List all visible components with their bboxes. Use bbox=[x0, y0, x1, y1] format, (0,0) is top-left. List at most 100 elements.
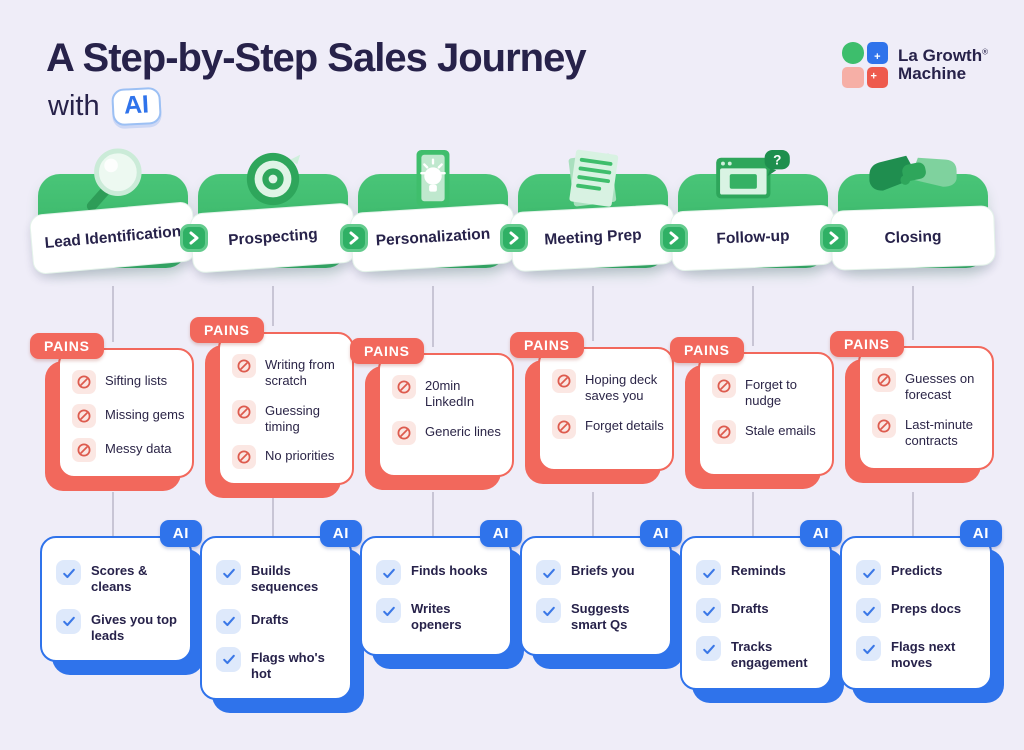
no-entry-icon bbox=[232, 354, 256, 378]
ai-item: Tracks engagement bbox=[696, 636, 824, 672]
ai-title-badge: AI bbox=[110, 86, 162, 127]
pain-item: Writing from scratch bbox=[232, 354, 346, 390]
column-prospecting: Prospecting PAINS Writing from scratch G… bbox=[189, 148, 368, 728]
la-growth-machine-logo: + + La Growth® Machine bbox=[842, 42, 988, 88]
connector-line bbox=[592, 286, 594, 341]
connector-line bbox=[912, 492, 914, 536]
check-icon bbox=[696, 560, 721, 585]
connector-line bbox=[592, 492, 594, 536]
chevron-right-icon bbox=[820, 224, 848, 252]
check-icon bbox=[216, 608, 241, 634]
ai-tab: AI bbox=[479, 520, 522, 547]
ai-tab: AI bbox=[319, 520, 362, 547]
pains-card: PAINS Hoping deck saves you Forget detai… bbox=[510, 332, 674, 471]
logo-pink-square bbox=[842, 66, 864, 88]
subtitle-with: with bbox=[48, 90, 100, 122]
pain-item: 20min LinkedIn bbox=[392, 375, 506, 411]
no-entry-icon bbox=[552, 369, 576, 393]
no-entry-icon bbox=[232, 445, 256, 469]
no-entry-icon bbox=[552, 414, 576, 439]
ai-item: Drafts bbox=[696, 598, 824, 623]
logo-wordmark: La Growth® Machine bbox=[898, 45, 988, 83]
pain-item: Messy data bbox=[72, 438, 186, 462]
connector-line bbox=[112, 492, 114, 536]
step-label: Prospecting bbox=[189, 202, 357, 274]
check-icon bbox=[856, 598, 881, 623]
chevron-right-icon bbox=[340, 224, 368, 252]
magnifier-icon bbox=[74, 148, 152, 215]
column-follow-up: ? Follow-up PAINS Forget to nudge Stale … bbox=[669, 148, 848, 728]
pains-card: PAINS Sifting lists Missing gems Messy d… bbox=[30, 333, 194, 478]
pains-card: PAINS 20min LinkedIn Generic lines bbox=[350, 338, 514, 477]
pain-item: Stale emails bbox=[712, 419, 826, 444]
pain-item: Last-minute contracts bbox=[872, 413, 986, 450]
connector-line bbox=[752, 492, 754, 536]
logo-red-square: + bbox=[866, 66, 889, 88]
check-icon bbox=[216, 646, 241, 672]
check-icon bbox=[216, 560, 241, 585]
ai-card: AI Reminds Drafts Tracks engagement bbox=[680, 520, 842, 690]
ai-item: Predicts bbox=[856, 560, 984, 585]
check-icon bbox=[56, 608, 81, 634]
pains-tab: PAINS bbox=[670, 337, 744, 363]
ai-item: Builds sequences bbox=[216, 560, 344, 596]
no-entry-icon bbox=[392, 420, 416, 445]
target-icon bbox=[234, 148, 312, 215]
check-icon bbox=[696, 636, 721, 661]
no-entry-icon bbox=[712, 419, 736, 444]
ai-item: Briefs you bbox=[536, 560, 664, 585]
ai-tab: AI bbox=[159, 520, 202, 547]
no-entry-icon bbox=[72, 404, 96, 428]
column-lead-identification: Lead Identification PAINS Sifting lists … bbox=[28, 148, 208, 728]
page-title: A Step-by-Step Sales Journey bbox=[46, 36, 587, 80]
chevron-right-icon bbox=[180, 224, 208, 252]
ai-item: Flags next moves bbox=[856, 636, 984, 672]
check-icon bbox=[696, 598, 721, 623]
ai-card: AI Builds sequences Drafts Flags who's h… bbox=[200, 520, 362, 700]
logo-blue-square: + bbox=[866, 42, 889, 64]
step-label: Follow-up bbox=[669, 204, 837, 272]
ai-tab: AI bbox=[959, 520, 1002, 547]
pain-item: Generic lines bbox=[392, 420, 506, 445]
pains-tab: PAINS bbox=[510, 332, 584, 358]
ai-item: Writes openers bbox=[376, 598, 504, 634]
chevron-right-icon bbox=[500, 224, 528, 252]
chevron-right-icon bbox=[660, 224, 688, 252]
pains-card: PAINS Guesses on forecast Last-minute co… bbox=[830, 331, 994, 470]
ai-item: Flags who's hot bbox=[216, 646, 344, 683]
ai-item: Suggests smart Qs bbox=[536, 598, 664, 634]
ai-tab: AI bbox=[639, 520, 682, 547]
document-icon bbox=[554, 148, 632, 215]
no-entry-icon bbox=[232, 399, 256, 424]
ai-item: Preps docs bbox=[856, 598, 984, 623]
pains-card: PAINS Forget to nudge Stale emails bbox=[670, 337, 834, 476]
no-entry-icon bbox=[392, 375, 416, 399]
connector-line bbox=[432, 286, 434, 347]
handshake-icon bbox=[867, 148, 959, 215]
connector-line bbox=[912, 286, 914, 340]
pains-card: PAINS Writing from scratch Guessing timi… bbox=[190, 317, 354, 485]
ai-card: AI Briefs you Suggests smart Qs bbox=[520, 520, 682, 656]
check-icon bbox=[376, 598, 401, 623]
svg-text:?: ? bbox=[773, 152, 781, 167]
ai-item: Finds hooks bbox=[376, 560, 504, 585]
pains-tab: PAINS bbox=[830, 331, 904, 357]
check-icon bbox=[856, 636, 881, 661]
pain-item: Forget to nudge bbox=[712, 374, 826, 410]
connector-line bbox=[272, 286, 274, 326]
pain-item: Guesses on forecast bbox=[872, 368, 986, 404]
registered-mark: ® bbox=[982, 46, 988, 56]
lightbulb-icon bbox=[394, 148, 472, 215]
browser-question-icon: ? bbox=[712, 148, 794, 215]
logo-green-circle bbox=[842, 42, 864, 64]
no-entry-icon bbox=[72, 438, 96, 462]
pain-item: Forget details bbox=[552, 414, 666, 439]
connector-line bbox=[272, 492, 274, 536]
check-icon bbox=[56, 560, 81, 585]
column-closing: Closing PAINS Guesses on forecast Last-m… bbox=[830, 148, 1002, 728]
ai-tab: AI bbox=[799, 520, 842, 547]
step-label: Meeting Prep bbox=[509, 203, 677, 273]
no-entry-icon bbox=[872, 413, 896, 438]
column-personalization: Personalization PAINS 20min LinkedIn Gen… bbox=[349, 148, 528, 728]
